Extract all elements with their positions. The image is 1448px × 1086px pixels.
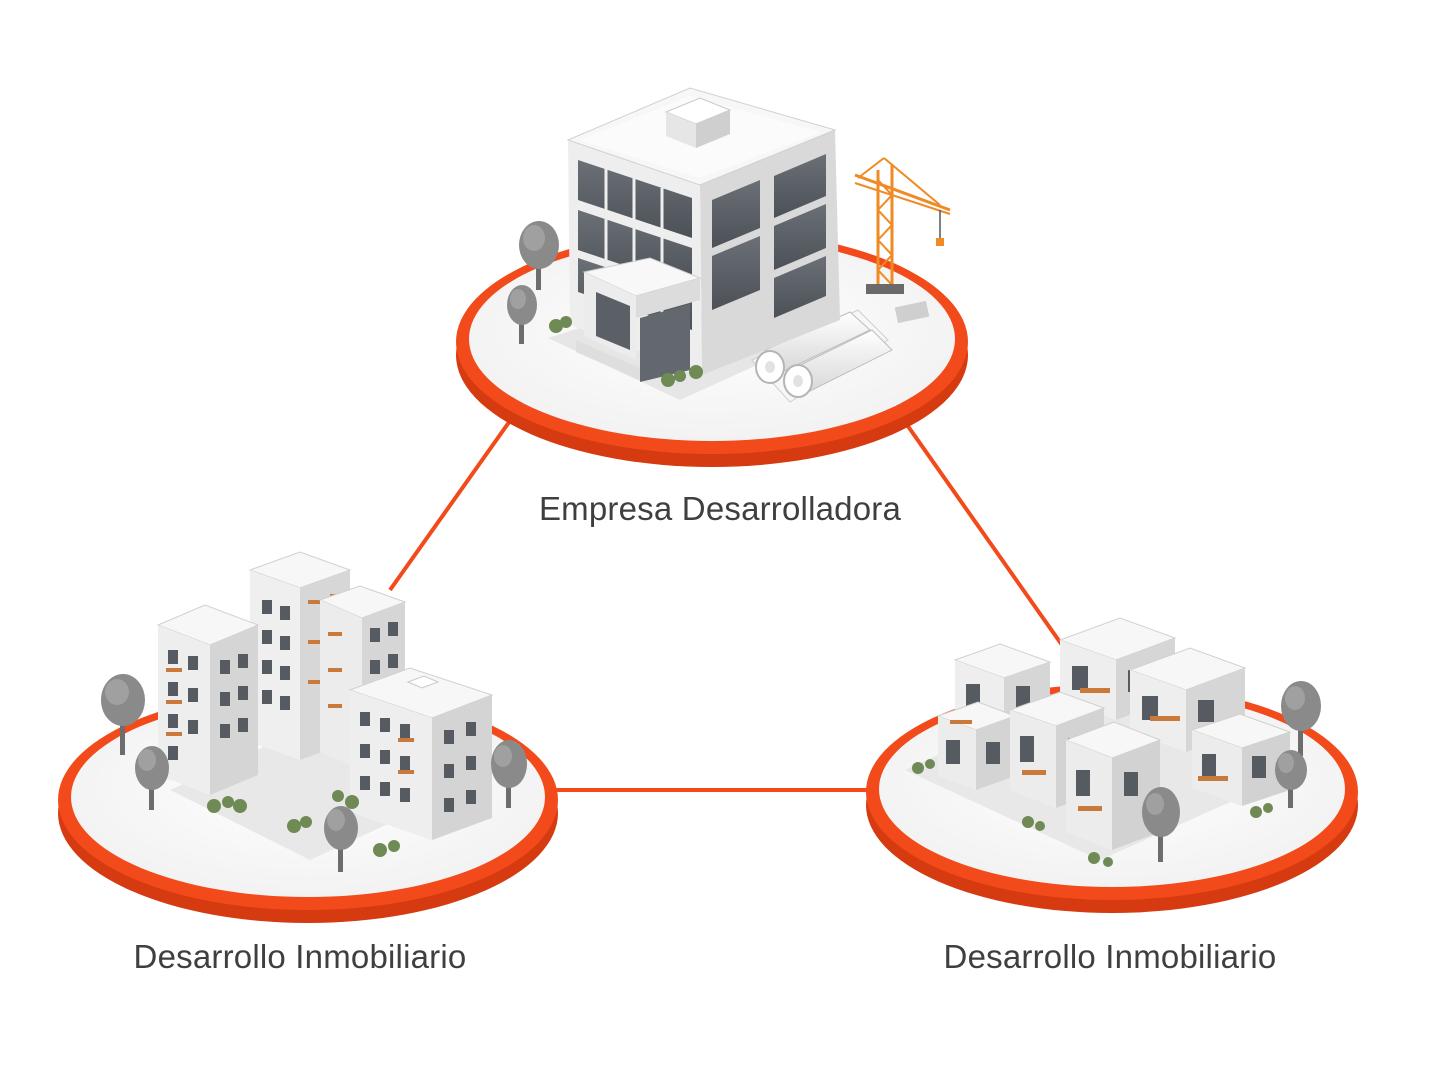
tree-icon [324, 806, 358, 872]
connector-top-left [388, 416, 514, 592]
shrubs-icon [549, 316, 703, 387]
townhouse [1190, 713, 1292, 806]
townhouse [1064, 721, 1162, 850]
tree-icon [101, 674, 145, 755]
tree-icon [1142, 787, 1180, 862]
project-right-node [866, 617, 1358, 913]
developer-node [456, 87, 968, 467]
tree-icon [519, 221, 559, 290]
connector-top-right [903, 420, 1064, 647]
project-left-node [58, 551, 558, 923]
concrete-slab-icon [894, 300, 930, 324]
project-left-label: Desarrollo Inmobiliario [133, 938, 467, 975]
townhouse [936, 701, 1017, 790]
connectors [388, 416, 1064, 792]
blueprint-rolls-icon [751, 309, 893, 403]
tree-icon [507, 285, 537, 344]
tree-icon [1281, 681, 1321, 756]
tree-icon [135, 746, 169, 810]
tree-icon [1275, 750, 1307, 808]
townhouses-icon [905, 617, 1292, 860]
tree-icon [491, 740, 527, 808]
developer-label: Empresa Desarrolladora [538, 490, 902, 527]
shrubs-icon [912, 759, 1273, 867]
crane-icon [854, 157, 951, 294]
apartment-blocks-icon [156, 551, 494, 860]
project-right-label: Desarrollo Inmobiliario [943, 938, 1277, 975]
office-building-icon [548, 87, 893, 403]
shrubs-icon [207, 790, 400, 857]
